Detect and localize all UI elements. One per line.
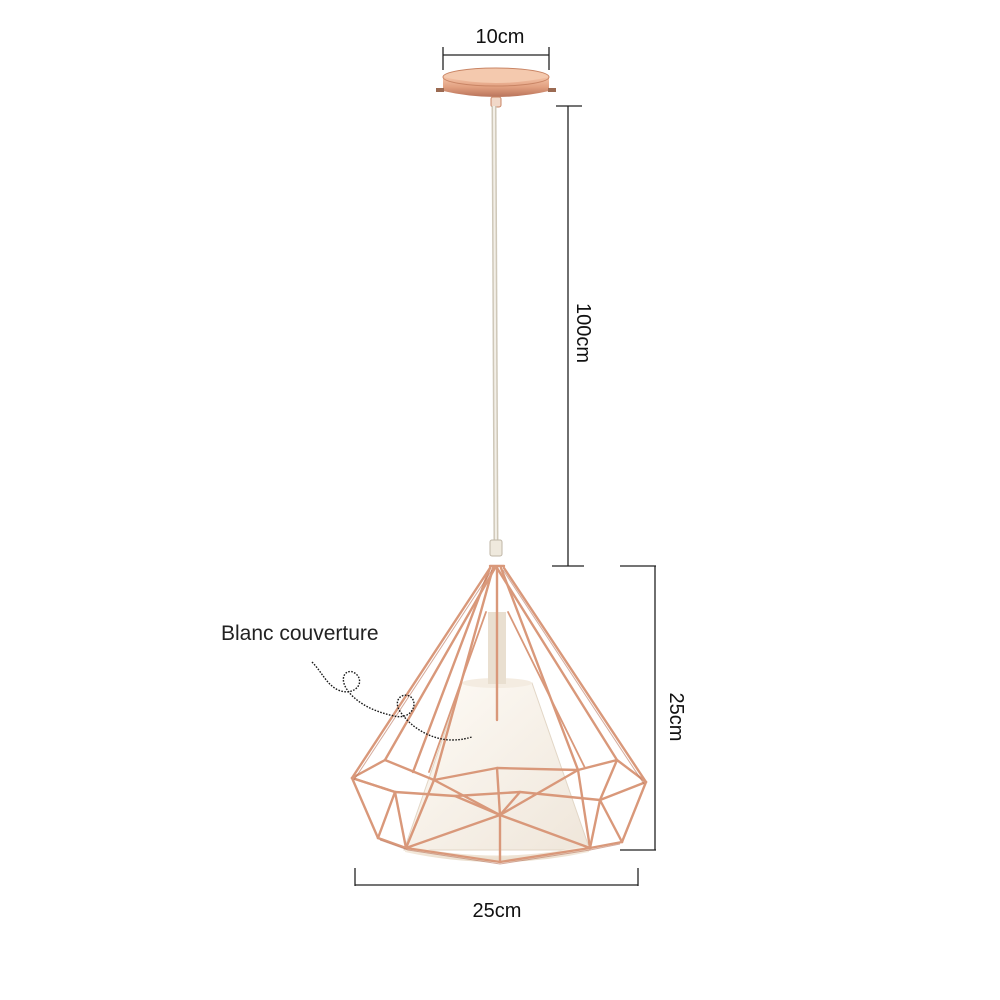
canopy-width-label: 10cm (476, 26, 525, 48)
shade-width-dimension (354, 868, 639, 886)
canopy-width-dimension (442, 47, 550, 70)
power-cable (489, 105, 503, 557)
cable-length-label: 100cm (572, 303, 594, 363)
shade-width-label: 25cm (473, 900, 522, 922)
ceiling-canopy (436, 67, 556, 108)
cable-grip (489, 539, 503, 557)
annotation-squiggle-pointer (311, 661, 473, 741)
shade-annotation-label: Blanc couverture (221, 622, 379, 645)
shade-height-label: 25cm (665, 693, 687, 742)
shade-height-dimension (620, 565, 656, 851)
cage-shadow-lines (353, 569, 645, 865)
diamond-wire-cage (350, 564, 648, 864)
cable-length-dimension (552, 105, 584, 567)
